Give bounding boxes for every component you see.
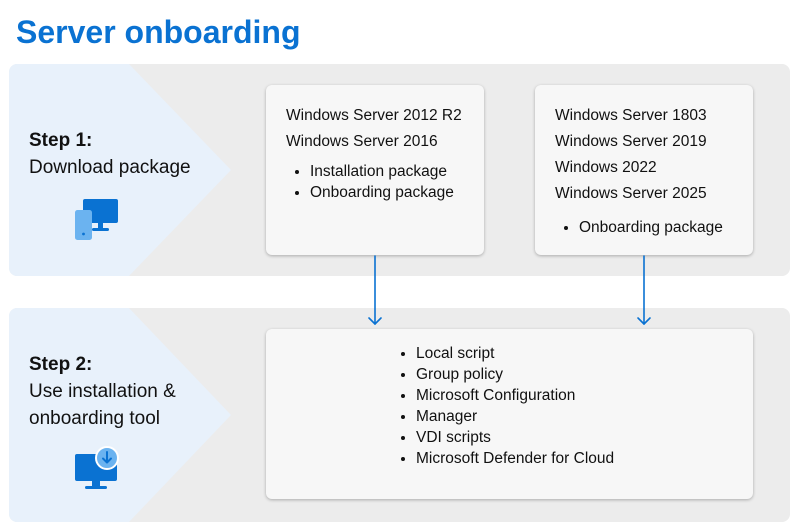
tool-item: Microsoft Configuration <box>416 385 614 406</box>
arrow-right-head <box>637 317 651 325</box>
tools-list: Local script Group policy Microsoft Conf… <box>392 343 614 469</box>
package-item: Onboarding package <box>310 182 462 203</box>
server-item: Windows Server 1803 <box>555 107 707 124</box>
tool-item: VDI scripts <box>416 427 614 448</box>
step2-panel: Step 2: Use installation & onboarding to… <box>9 308 790 522</box>
tool-item: Microsoft Defender for Cloud <box>416 448 614 469</box>
package-item: Onboarding package <box>579 217 723 238</box>
server-item: Windows Server 2012 R2 <box>286 107 462 124</box>
tool-item: Local script <box>416 343 614 364</box>
server-item: Windows Server 2019 <box>555 133 707 150</box>
step1-subtitle: Download package <box>29 157 191 178</box>
server-item: Windows Server 2016 <box>286 133 438 150</box>
step1-heading: Step 1: <box>29 130 93 151</box>
step2-chevron <box>9 308 231 522</box>
step2-subtitle: Use installation & onboarding tool <box>29 381 176 429</box>
package-list: Installation package Onboarding package <box>286 161 462 203</box>
tools-card: Local script Group policy Microsoft Conf… <box>266 329 753 499</box>
step1-panel: Step 1: Download package Windows Server … <box>9 64 790 276</box>
package-list: Onboarding package <box>555 217 723 238</box>
monitor-download-icon <box>75 446 119 489</box>
tool-item: Manager <box>416 406 614 427</box>
server-item: Windows Server 2025 <box>555 185 707 202</box>
step2-heading: Step 2: <box>29 354 93 375</box>
server-item: Windows 2022 <box>555 159 657 176</box>
card-windows-2012-2016: Windows Server 2012 R2 Windows Server 20… <box>266 85 484 255</box>
page-title: Server onboarding <box>16 14 301 50</box>
tool-item: Group policy <box>416 364 614 385</box>
device-download-icon <box>75 199 118 240</box>
package-item: Installation package <box>310 161 462 182</box>
arrow-left-head <box>368 317 382 325</box>
step1-chevron <box>9 64 231 276</box>
card-windows-1803-2025: Windows Server 1803 Windows Server 2019 … <box>535 85 753 255</box>
